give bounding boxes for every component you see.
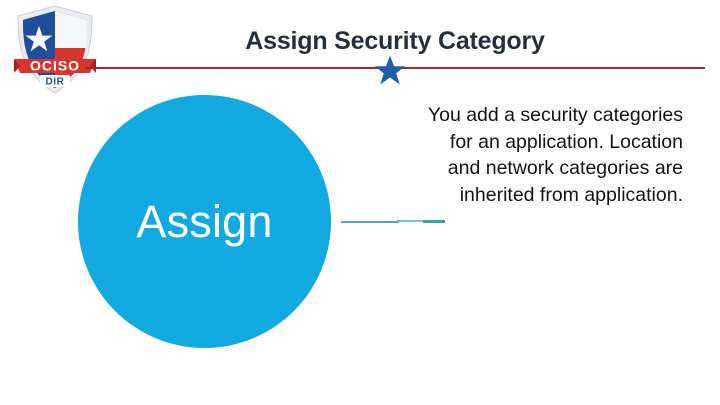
logo-sub-text: DIR	[45, 77, 64, 88]
connector-line	[341, 216, 445, 226]
assign-circle-label: Assign	[136, 196, 273, 247]
star-glyph	[374, 55, 406, 85]
slide-title: Assign Security Category	[245, 27, 545, 55]
connector-segment-middle	[396, 220, 426, 223]
logo-banner-text: OCISO	[30, 58, 80, 74]
ociso-dir-logo: OCISO DIR	[12, 4, 98, 96]
star-icon	[374, 55, 406, 85]
shield-logo-icon: OCISO DIR	[14, 5, 96, 94]
connector-segment-right	[423, 219, 445, 223]
assign-circle-node[interactable]: Assign	[78, 95, 331, 348]
connector-segment-left	[341, 221, 399, 223]
description-text: You add a security categories for an app…	[427, 104, 683, 206]
